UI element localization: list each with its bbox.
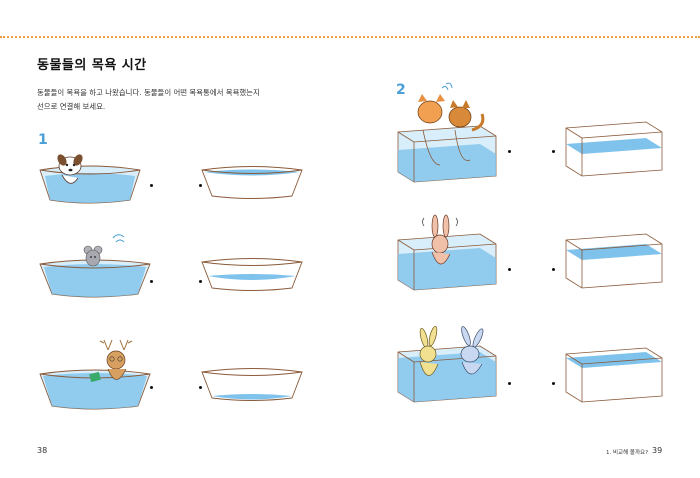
tank-low-water [565,121,663,177]
mouse-illustration [83,234,125,267]
left-page-number: 38 [37,446,48,455]
page-title: 동물들의 목욕 시간 [37,58,147,73]
tank-rabbits [397,345,497,403]
cats-illustration [417,82,485,166]
dot-s2-right-2[interactable] [552,268,555,271]
tank-rabbit [397,233,497,291]
rabbits-illustration [419,325,484,376]
dot-right-1[interactable] [199,184,202,187]
rabbit-illustration [422,214,458,265]
section-1-number: 1 [38,132,48,148]
basin-middle-water [201,258,303,291]
dot-s2-left-1[interactable] [508,150,511,153]
basin-mouse [39,259,151,298]
dot-s2-right-1[interactable] [552,150,555,153]
dot-left-1[interactable] [150,184,153,187]
basin-low-water [201,368,303,401]
dot-s2-left-2[interactable] [508,268,511,271]
deer-illustration [89,339,133,383]
basin-dog [39,165,141,204]
dog-illustration [57,154,83,184]
tank-middle-water [565,233,663,289]
dot-s2-right-3[interactable] [552,382,555,385]
tank-high-water [565,347,663,403]
basin-high-water [201,166,303,199]
right-page-number: 39 [652,446,663,455]
dot-s2-left-3[interactable] [508,382,511,385]
dot-left-3[interactable] [150,386,153,389]
running-header: 1. 비교해 볼까요? [606,450,649,456]
dot-right-3[interactable] [199,386,202,389]
dot-left-2[interactable] [150,280,153,283]
instruction-line-2: 선으로 연결해 보세요. [37,102,106,111]
dot-right-2[interactable] [199,280,202,283]
basin-deer [39,369,151,410]
instruction-line-1: 동물들이 목욕을 하고 나왔습니다. 동물들이 어떤 목욕통에서 목욕했는지 [37,88,260,97]
section-2-number: 2 [396,82,406,98]
top-dotted-divider [0,36,700,38]
tank-cats [397,125,497,183]
